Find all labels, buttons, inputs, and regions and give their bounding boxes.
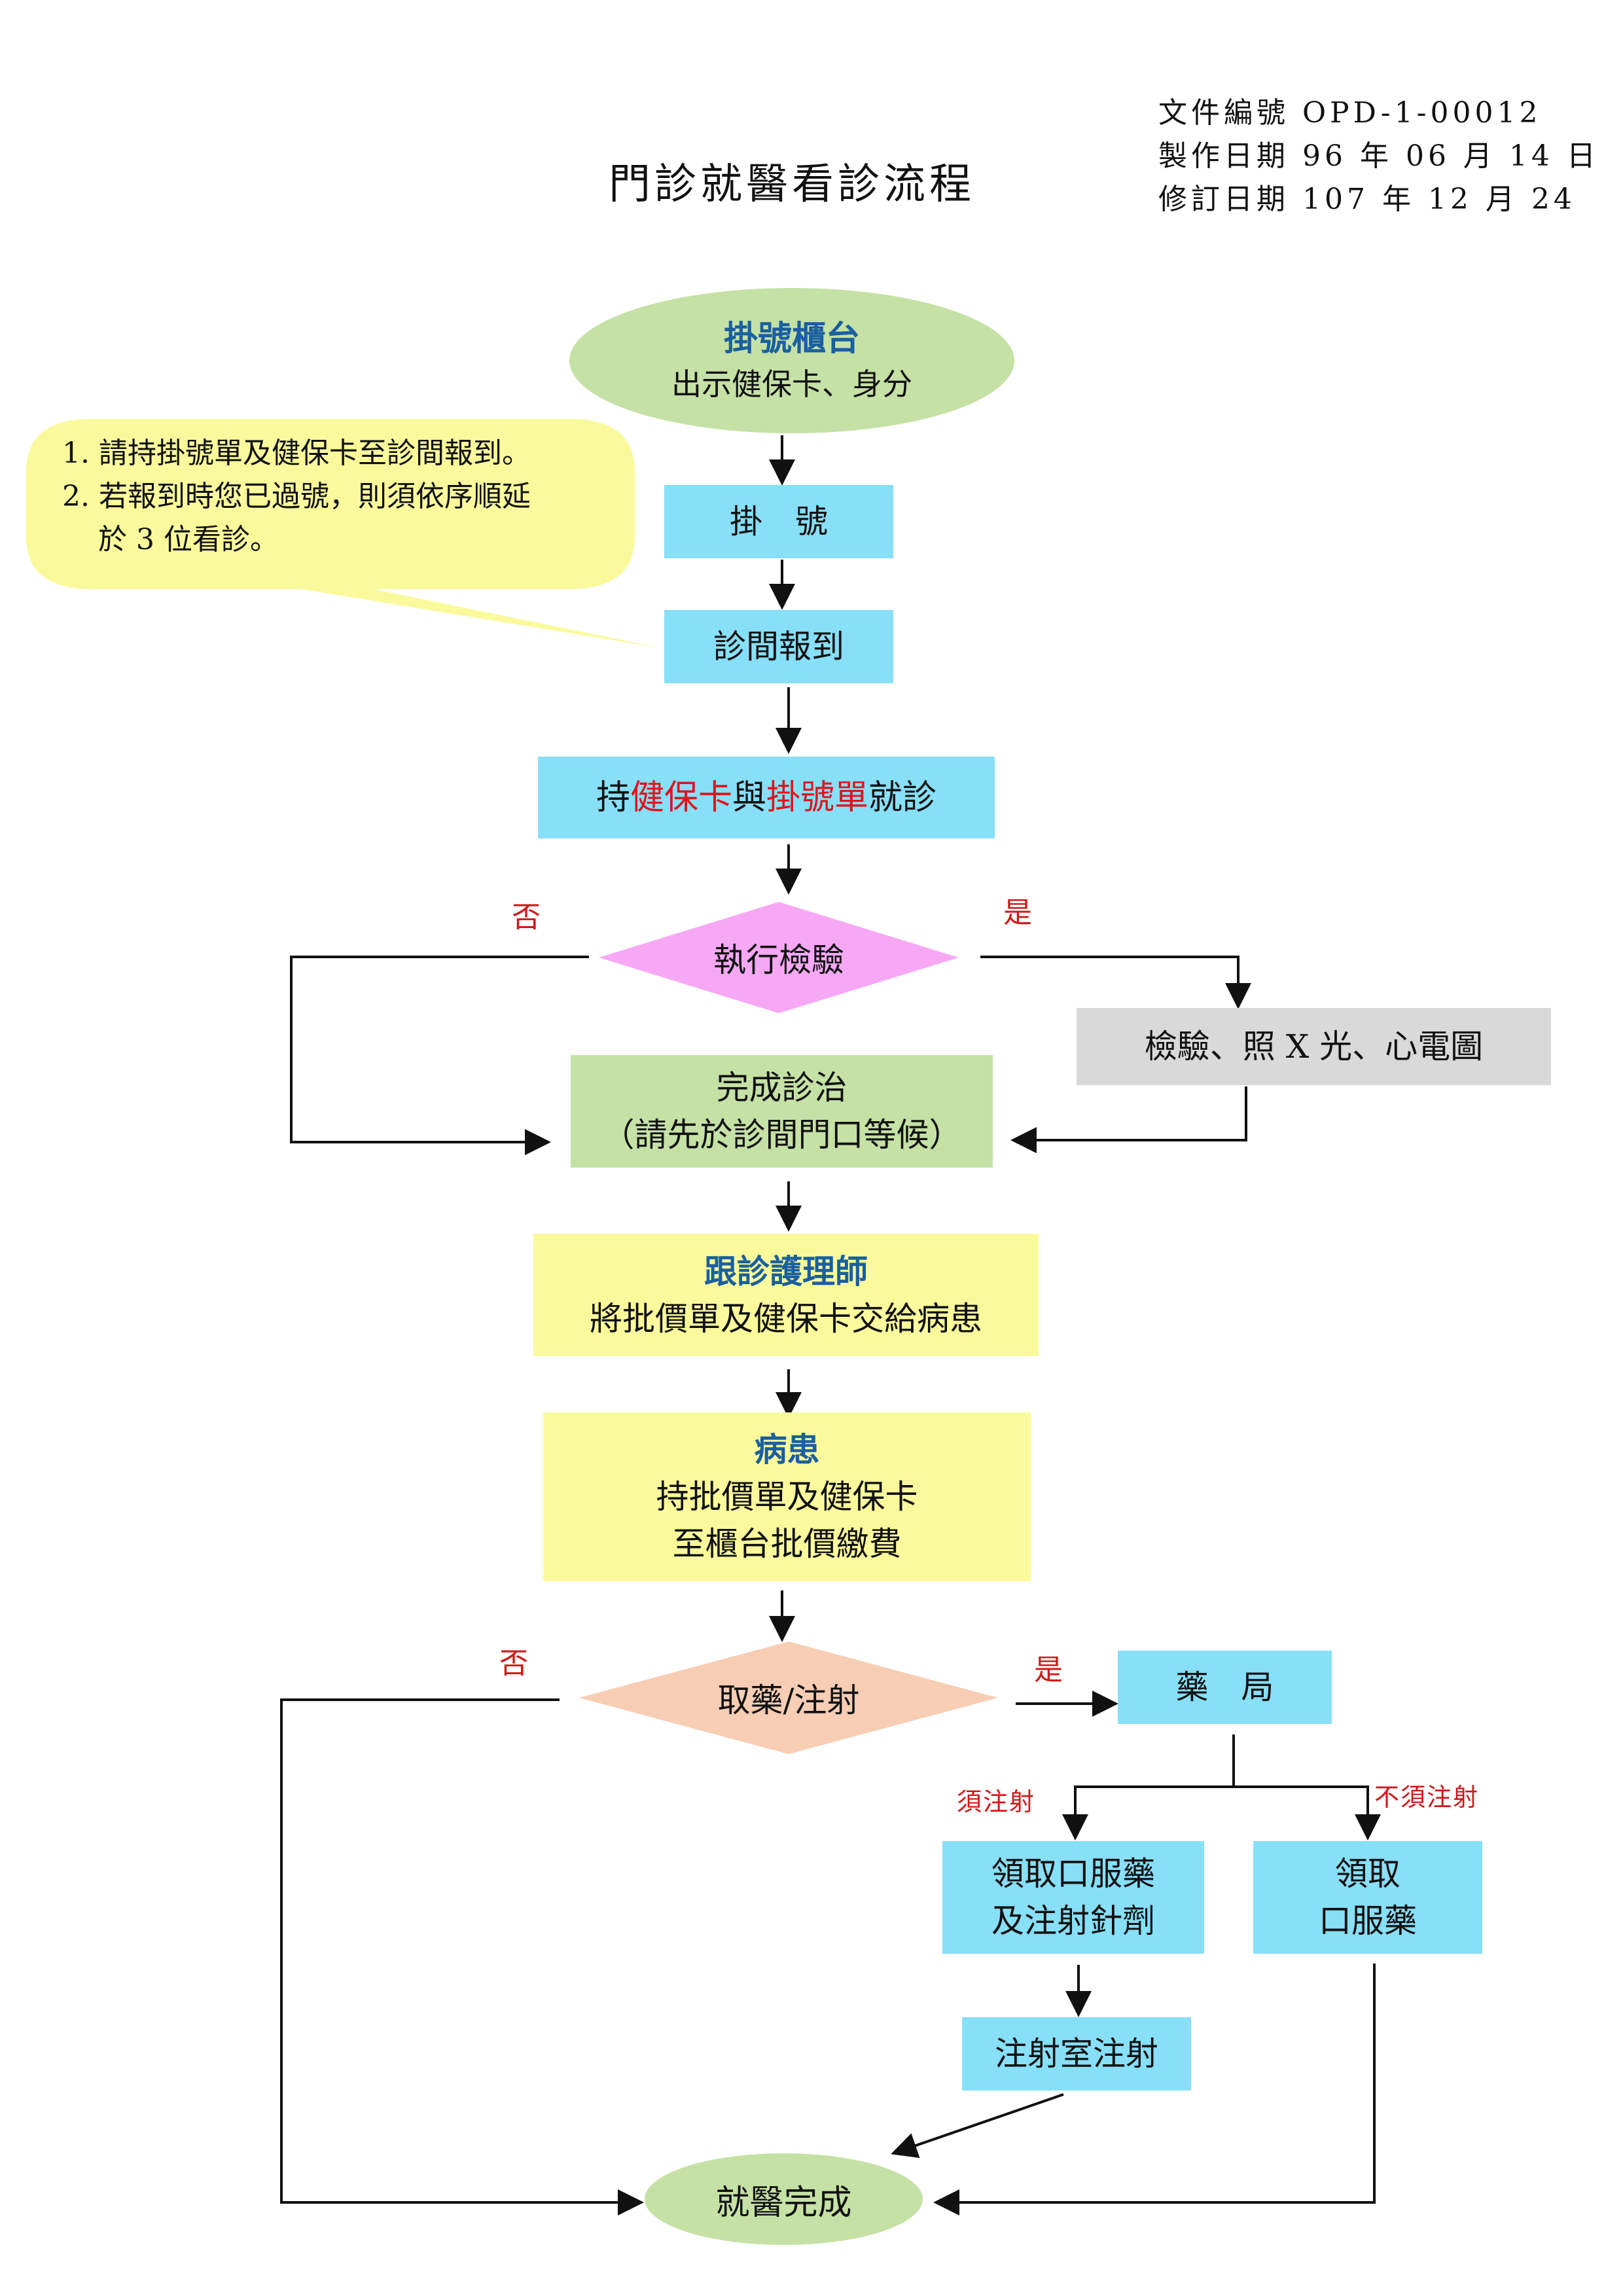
node-patient: 病患 持批價單及健保卡 至櫃台批價繳費 — [543, 1412, 1031, 1581]
node-pharmacy: 藥 局 — [1118, 1651, 1332, 1724]
oral-only-line-2: 口服藥 — [1319, 1902, 1417, 1940]
node-done: 就醫完成 — [645, 2153, 923, 2245]
consult-label: 持健保卡與掛號單就診 — [596, 778, 937, 817]
done-label: 就醫完成 — [715, 2183, 852, 2223]
register-label: 掛 號 — [730, 503, 828, 541]
label-need-injection: 須注射 — [957, 1787, 1036, 1816]
made-date: 製作日期 96 年 06 月 14 日 — [1158, 139, 1599, 173]
node-oral-and-injection: 領取口服藥 及注射針劑 — [942, 1841, 1204, 1954]
node-injection-room: 注射室注射 — [962, 2017, 1191, 2090]
decision-exam: 執行檢驗 — [599, 902, 959, 1013]
diagnosis-line-2: （請先於診間門口等候） — [601, 1116, 962, 1154]
callout-balloon — [26, 419, 661, 648]
injection-room-label: 注射室注射 — [995, 2035, 1158, 2073]
medicine-decision-label: 取藥/注射 — [717, 1681, 860, 1719]
arrow-med-no — [280, 1698, 644, 2215]
callout-line-2: 2. 若報到時您已過號，則須依序順延 — [62, 480, 531, 513]
arrow-oral-to-done — [933, 1964, 1376, 2215]
oral-injection-line-1: 領取口服藥 — [991, 1855, 1155, 1893]
patient-line-2: 至櫃台批價繳費 — [672, 1525, 902, 1563]
decision-medicine: 取藥/注射 — [579, 1641, 998, 1754]
exam-label: 檢驗、照 X 光、心電圖 — [1144, 1028, 1484, 1066]
node-nurse: 跟診護理師 將批價單及健保卡交給病患 — [533, 1234, 1039, 1356]
patient-title: 病患 — [754, 1430, 820, 1469]
label-no-medicine: 否 — [499, 1647, 528, 1680]
label-no-exam: 否 — [512, 901, 541, 934]
node-clinic-checkin: 診間報到 — [664, 610, 893, 683]
arrow-injection-to-done — [891, 2093, 1064, 2159]
registration-counter-sub: 出示健保卡、身分 — [671, 367, 912, 402]
label-no-injection: 不須注射 — [1374, 1783, 1480, 1812]
callout-line-1: 1. 請持掛號單及健保卡至診間報到。 — [62, 437, 531, 470]
registration-counter-title: 掛號櫃台 — [723, 319, 860, 359]
node-exam: 檢驗、照 X 光、心電圖 — [1077, 1008, 1551, 1085]
callout-note: 1. 請持掛號單及健保卡至診間報到。 2. 若報到時您已過號，則須依序順延 於 … — [62, 432, 531, 562]
patient-line-1: 持批價單及健保卡 — [656, 1478, 918, 1516]
node-register: 掛 號 — [664, 485, 893, 558]
node-oral-only: 領取 口服藥 — [1253, 1841, 1482, 1954]
clinic-checkin-label: 診間報到 — [713, 628, 844, 666]
consult-card-text: 健保卡 — [630, 778, 732, 817]
document-meta: 文件編號 OPD-1-00012 製作日期 96 年 06 月 14 日 修訂日… — [1158, 92, 1599, 221]
doc-number: 文件編號 OPD-1-00012 — [1158, 96, 1542, 130]
node-registration-counter: 掛號櫃台 出示健保卡、身分 — [569, 288, 1014, 433]
exam-decision-label: 執行檢驗 — [713, 941, 844, 979]
oral-only-line-1: 領取 — [1335, 1855, 1400, 1893]
diagnosis-line-1: 完成診治 — [716, 1069, 847, 1107]
arrow-exam-no — [290, 956, 589, 1155]
page-title: 門診就醫看診流程 — [609, 160, 975, 209]
pharmacy-label: 藥 局 — [1175, 1668, 1274, 1706]
arrow-exam-yes — [980, 956, 1251, 1009]
nurse-sub: 將批價單及健保卡交給病患 — [590, 1299, 982, 1338]
oral-injection-line-2: 及注射針劑 — [991, 1902, 1155, 1940]
label-yes-exam: 是 — [1003, 896, 1032, 929]
revised-date: 修訂日期 107 年 12 月 24 — [1158, 183, 1576, 216]
node-diagnosis-done: 完成診治 （請先於診間門口等候） — [571, 1055, 993, 1168]
consult-slip-text: 掛號單 — [766, 778, 869, 817]
nurse-title: 跟診護理師 — [704, 1251, 868, 1291]
callout-line-3: 於 3 位看診。 — [98, 523, 279, 556]
node-consult: 持健保卡與掛號單就診 — [538, 757, 995, 838]
pharmacy-split — [1074, 1785, 1369, 1838]
arrow-exam-back — [1010, 1086, 1247, 1153]
label-yes-medicine: 是 — [1034, 1653, 1063, 1687]
